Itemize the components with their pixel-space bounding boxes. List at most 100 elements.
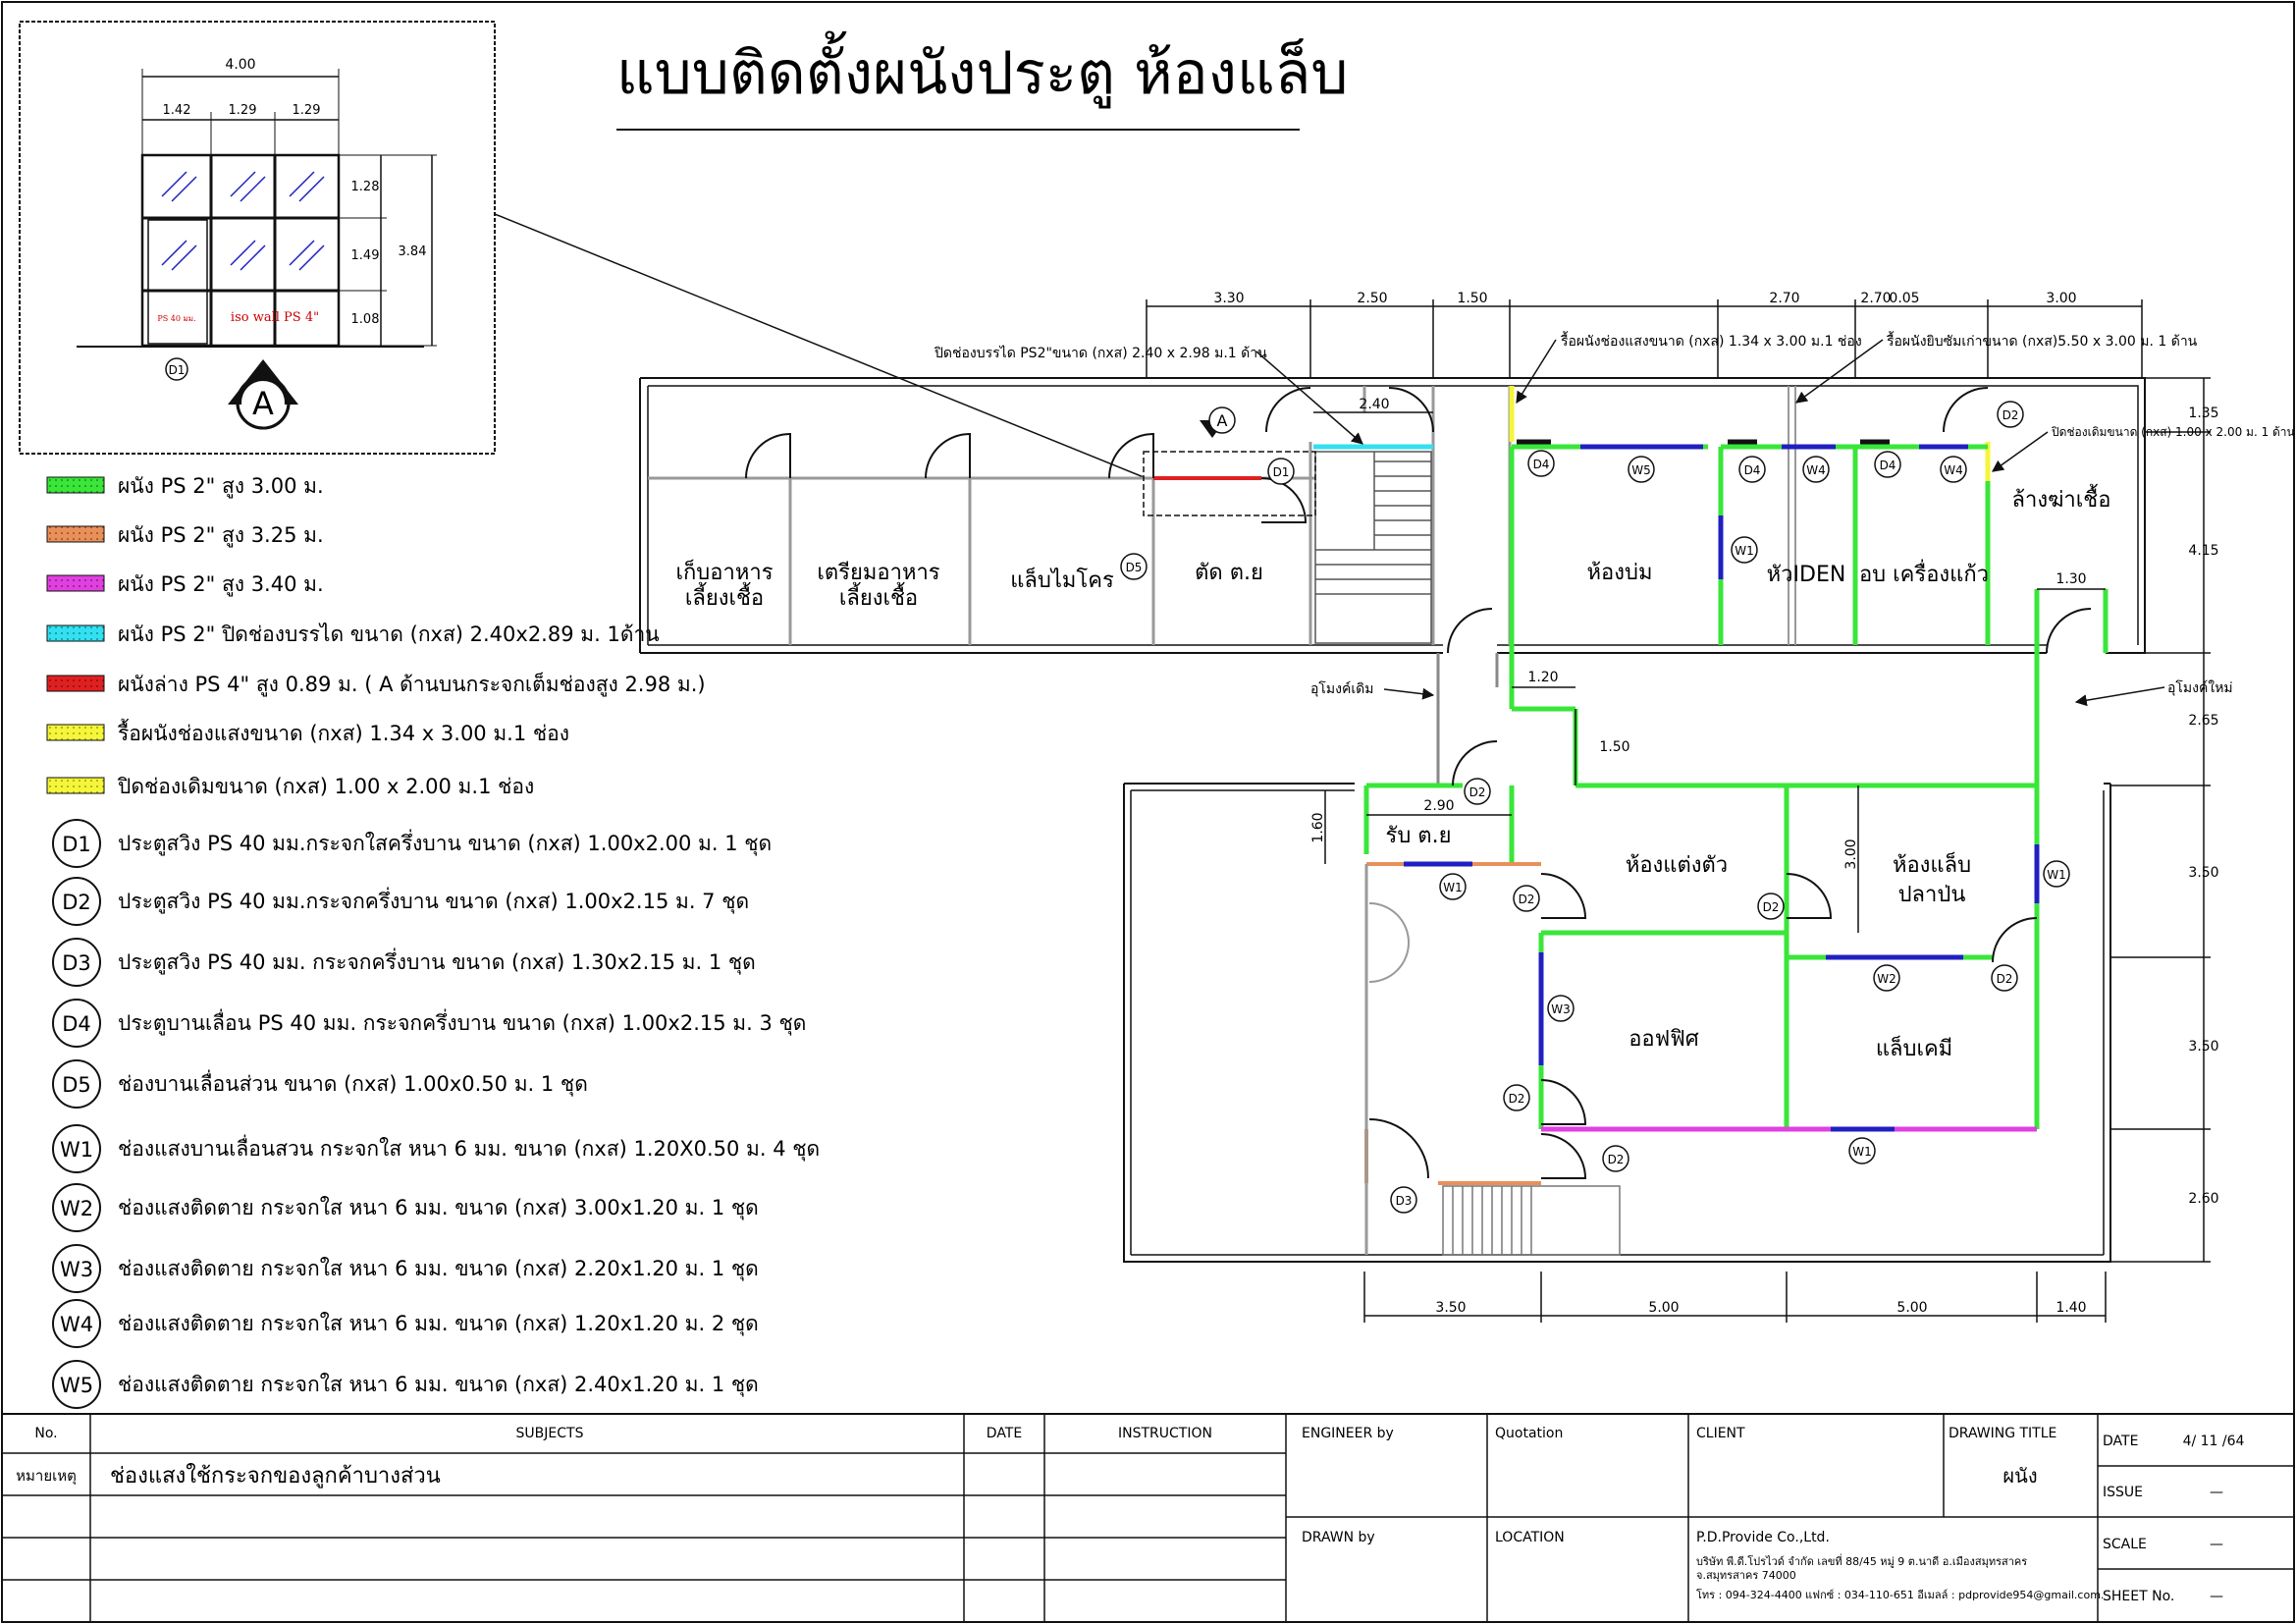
legend-code-row: D4 ประตูบานเลื่อน PS 40 มม. กระจกครึ่งบา… <box>52 999 806 1048</box>
plan-tag: W1 <box>1731 536 1758 564</box>
room-label: ปลาป่น <box>1898 883 1966 907</box>
legend-code-row: W3 ช่องแสงติดตาย กระจกใส หนา 6 มม. ขนาด … <box>52 1244 759 1293</box>
tb-sheet-value: — <box>2210 1589 2223 1604</box>
plan-section-marker: A <box>1200 406 1236 438</box>
note-gypsum: รื้อผนังยิบซัมเก่าขนาด (กxส)5.50 x 3.00 … <box>1887 331 2198 350</box>
plan-tag-label: D4 <box>1744 463 1761 477</box>
tb-remark-label: หมายเหตุ <box>16 1467 77 1486</box>
note-yellow: รื้อผนังช่องแสงขนาด (กxส) 1.34 x 3.00 ม.… <box>1561 331 1862 350</box>
elev-height-1: 1.28 <box>351 180 380 194</box>
plan-tag: D3 <box>1390 1186 1417 1214</box>
room-label: ห้องแล็บ <box>1893 850 1971 878</box>
room-label: เตรียมอาหาร <box>817 561 939 585</box>
elevation-inset: 4.00 1.42 1.29 1.29 PS 40 มม. iso wall P… <box>19 21 496 455</box>
plan-bottom-dim: 1.40 <box>2056 1300 2086 1316</box>
plan-tag-label: D1 <box>1273 465 1290 479</box>
plan-tag-label: D2 <box>1608 1153 1625 1166</box>
plan-top-dim: 0.05 <box>1889 291 1919 306</box>
plan-tag: W1 <box>1848 1137 1876 1164</box>
tb-location-label: LOCATION <box>1495 1530 1565 1545</box>
elev-height-3: 1.08 <box>351 312 380 327</box>
tb-remark-text: ช่องแสงใช้กระจกของลูกค้าบางส่วน <box>110 1463 441 1489</box>
room-label: ตัด ต.ย <box>1195 561 1263 585</box>
inner-dim: 1.30 <box>2056 571 2086 587</box>
legend-label: ผนังล่าง PS 4" สูง 0.89 ม. ( A ด้านบนกระ… <box>118 671 706 697</box>
plan-tag-label: D2 <box>2002 408 2019 422</box>
legend-code-tag: D5 <box>62 1073 91 1097</box>
legend-swatch-row: ผนัง PS 2" สูง 3.25 ม. <box>46 523 324 548</box>
legend-code-text: ประตูสวิง PS 40 มม.กระจกใสครึ่งบาน ขนาด … <box>118 829 772 856</box>
legend-code-row: W2 ช่องแสงติดตาย กระจกใส หนา 6 มม. ขนาด … <box>52 1183 759 1232</box>
plan-top-dim: 3.30 <box>1213 291 1244 306</box>
legend-code-text: ช่องแสงบานเลื่อนสวน กระจกใส หนา 6 มม. ขน… <box>118 1134 820 1162</box>
plan-tag-label: D2 <box>1509 1092 1525 1106</box>
plan-tag-label: D2 <box>1763 900 1780 914</box>
plan-top-dim: 2.50 <box>1357 291 1387 306</box>
legend: ผนัง PS 2" สูง 3.00 ม. ผนัง PS 2" สูง 3.… <box>46 474 820 1409</box>
legend-code-text: ช่องแสงติดตาย กระจกใส หนา 6 มม. ขนาด (กx… <box>118 1196 759 1220</box>
room-label: อบ เครื่องแก้ว <box>1859 559 1989 587</box>
legend-code-row: D5 ช่องบานเลื่อนส่วน ขนาด (กxส) 1.00x0.5… <box>52 1059 588 1109</box>
legend-code-row: D2 ประตูสวิง PS 40 มม.กระจกครึ่งบาน ขนาด… <box>52 877 749 926</box>
plan-tag-label: W1 <box>2047 868 2066 882</box>
room-label: ล้างฆ่าเชื้อ <box>2012 484 2111 513</box>
plan-tag-label: W5 <box>1631 463 1651 477</box>
plan-top-dim: 2.70 <box>1860 291 1891 306</box>
room-label: หัวIDEN <box>1767 563 1846 587</box>
tb-date-value: 4/ 11 /64 <box>2183 1434 2245 1449</box>
legend-code-text: ช่องบานเลื่อนส่วน ขนาด (กxส) 1.00x0.50 ม… <box>118 1069 588 1097</box>
plan-top-dim: 3.00 <box>2046 291 2076 306</box>
tb-address-line: บริษัท พี.ดี.โปรไวด์ จำกัด เลขที่ 88/45 … <box>1696 1553 2027 1568</box>
room-label: รับ ต.ย <box>1386 824 1452 848</box>
note-cyan: ปิดช่องบรรได PS2"ขนาด (กxส) 2.40 x 2.98 … <box>934 345 1268 361</box>
legend-swatch-row: ผนังล่าง PS 4" สูง 0.89 ม. ( A ด้านบนกระ… <box>46 671 706 697</box>
inner-dim: 1.20 <box>1527 670 1558 685</box>
legend-label: ผนัง PS 2" สูง 3.00 ม. <box>118 474 324 499</box>
plan-tag-label: D2 <box>1469 785 1486 799</box>
plan-tag: W5 <box>1628 456 1655 483</box>
plan-tag-label: W3 <box>1551 1002 1571 1016</box>
legend-code-text: ช่องแสงติดตาย กระจกใส หนา 6 มม. ขนาด (กx… <box>118 1312 759 1336</box>
plan-tag: D1 <box>1267 458 1295 485</box>
room-label: เลี้ยงเชื้อ <box>839 582 918 611</box>
plan-right-dim: 3.50 <box>2188 865 2218 881</box>
legend-swatch-row: ผนัง PS 2" สูง 3.40 ม. <box>46 572 324 597</box>
legend-code-text: ประตูบานเลื่อน PS 40 มม. กระจกครึ่งบาน ข… <box>118 1008 806 1036</box>
tb-instruction-header: INSTRUCTION <box>1118 1426 1212 1441</box>
note-new-tunnel: อุโมงค์ใหม่ <box>2167 679 2233 696</box>
plan-tag-label: W1 <box>1443 881 1463 894</box>
tb-subjects-header: SUBJECTS <box>516 1426 584 1441</box>
legend-code-tag: D2 <box>62 891 91 914</box>
plan-tag: W4 <box>1940 456 1967 483</box>
legend-label: ผนัง PS 2" สูง 3.25 ม. <box>118 523 324 548</box>
inner-dim: 2.90 <box>1423 798 1454 814</box>
plan-tag: W3 <box>1547 995 1575 1022</box>
plan-tag: D2 <box>1991 964 2018 992</box>
legend-label: รื้อผนังช่องแสงขนาด (กxส) 1.34 x 3.00 ม.… <box>117 719 569 745</box>
legend-code-row: D3 ประตูสวิง PS 40 มม. กระจกครึ่งบาน ขนา… <box>52 938 756 987</box>
tb-drawing-name: ผนัง <box>2002 1464 2037 1488</box>
legend-code-tag: W5 <box>60 1374 93 1397</box>
room-label: ออฟฟิศ <box>1629 1027 1699 1052</box>
plan-section-tag: A <box>1217 411 1228 430</box>
tb-scale-label: SCALE <box>2103 1537 2147 1552</box>
plan-bottom-dim: 3.50 <box>1435 1300 1466 1316</box>
elev-width-2: 1.29 <box>229 103 257 118</box>
tb-date-label: DATE <box>2103 1434 2138 1449</box>
plan-tag: W1 <box>1439 873 1467 900</box>
plan-tag: W1 <box>2043 860 2070 888</box>
inner-dim: 1.60 <box>1310 812 1326 842</box>
plan-tag-label: W4 <box>1806 463 1826 477</box>
plan-tag-label: D2 <box>1519 893 1535 906</box>
plan-tag-label: W4 <box>1944 463 1963 477</box>
floor-plan: 3.30 2.50 1.50 2.70 2.70 0.05 3.00 2.40 … <box>639 291 2295 1323</box>
plan-right-dim: 3.50 <box>2188 1039 2218 1055</box>
legend-code-text: ช่องแสงติดตาย กระจกใส หนา 6 มม. ขนาด (กx… <box>118 1257 759 1281</box>
tb-company-name: P.D.Provide Co.,Ltd. <box>1696 1530 1830 1545</box>
room-label: เก็บอาหาร <box>675 558 773 585</box>
inner-dim: 3.00 <box>1843 839 1859 869</box>
legend-code-row: W4 ช่องแสงติดตาย กระจกใส หนา 6 มม. ขนาด … <box>52 1299 759 1348</box>
tb-contact-line: โทร : 094-324-4400 แฟกซ์ : 034-110-651 อ… <box>1696 1588 2104 1601</box>
plan-tag: D4 <box>1738 456 1766 483</box>
